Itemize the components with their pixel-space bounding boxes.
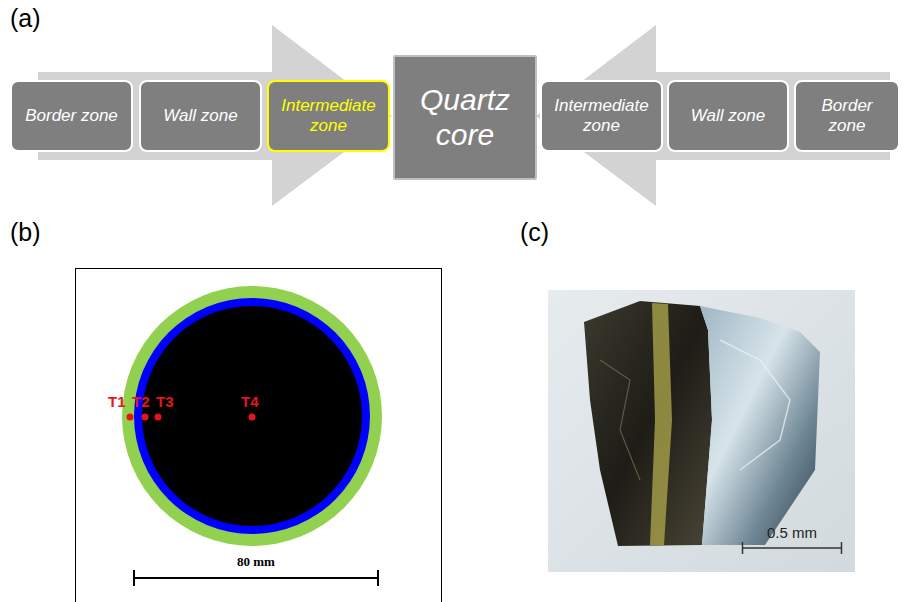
zone-name: Intermediate zone	[275, 96, 382, 135]
core-disc	[142, 306, 362, 526]
point-label: T2	[132, 393, 150, 410]
crystal-light-part	[700, 306, 820, 545]
zone-box: Intermediate zone	[267, 80, 390, 152]
sample-cross-section	[76, 269, 442, 602]
zone-name: Border zone	[802, 96, 892, 135]
zone-box: Border zone	[10, 80, 133, 152]
zone-box: Intermediate zone	[540, 80, 663, 152]
zone-box: Border zone	[794, 80, 900, 152]
zone-name: Quartz core	[401, 83, 529, 152]
dimension-label: 0.5 mm	[767, 524, 817, 541]
scale-bar	[742, 542, 842, 554]
scale-bar	[133, 570, 379, 586]
flow-arrows	[38, 25, 890, 206]
zone-name: Wall zone	[691, 106, 765, 126]
panel-label: (c)	[520, 218, 549, 247]
dimension-label: 80 mm	[237, 554, 275, 570]
crystal-photo	[548, 290, 855, 572]
point-label: T3	[156, 393, 174, 410]
panel-label: (b)	[10, 218, 41, 247]
photo-background	[548, 290, 855, 572]
crystal-facets	[720, 340, 790, 470]
point-label: T1	[108, 393, 126, 410]
outer-ring	[122, 286, 382, 546]
zone-name: Intermediate zone	[548, 96, 655, 135]
measure-point	[155, 414, 162, 421]
middle-ring	[134, 298, 370, 534]
measure-point	[249, 414, 256, 421]
measure-point	[142, 414, 149, 421]
measure-point	[127, 414, 134, 421]
panel-label: (a)	[10, 4, 41, 33]
crystal-facets	[600, 360, 640, 480]
zone-name: Wall zone	[163, 106, 237, 126]
zone-box: Wall zone	[667, 80, 789, 152]
panel-frame	[76, 269, 442, 602]
point-label: T4	[241, 393, 259, 410]
zone-name: Border zone	[25, 106, 118, 126]
crystal-stripe	[650, 303, 672, 545]
core-box: Quartz core	[393, 55, 537, 180]
zone-box: Wall zone	[139, 80, 262, 152]
crystal-dark-part	[584, 301, 712, 546]
